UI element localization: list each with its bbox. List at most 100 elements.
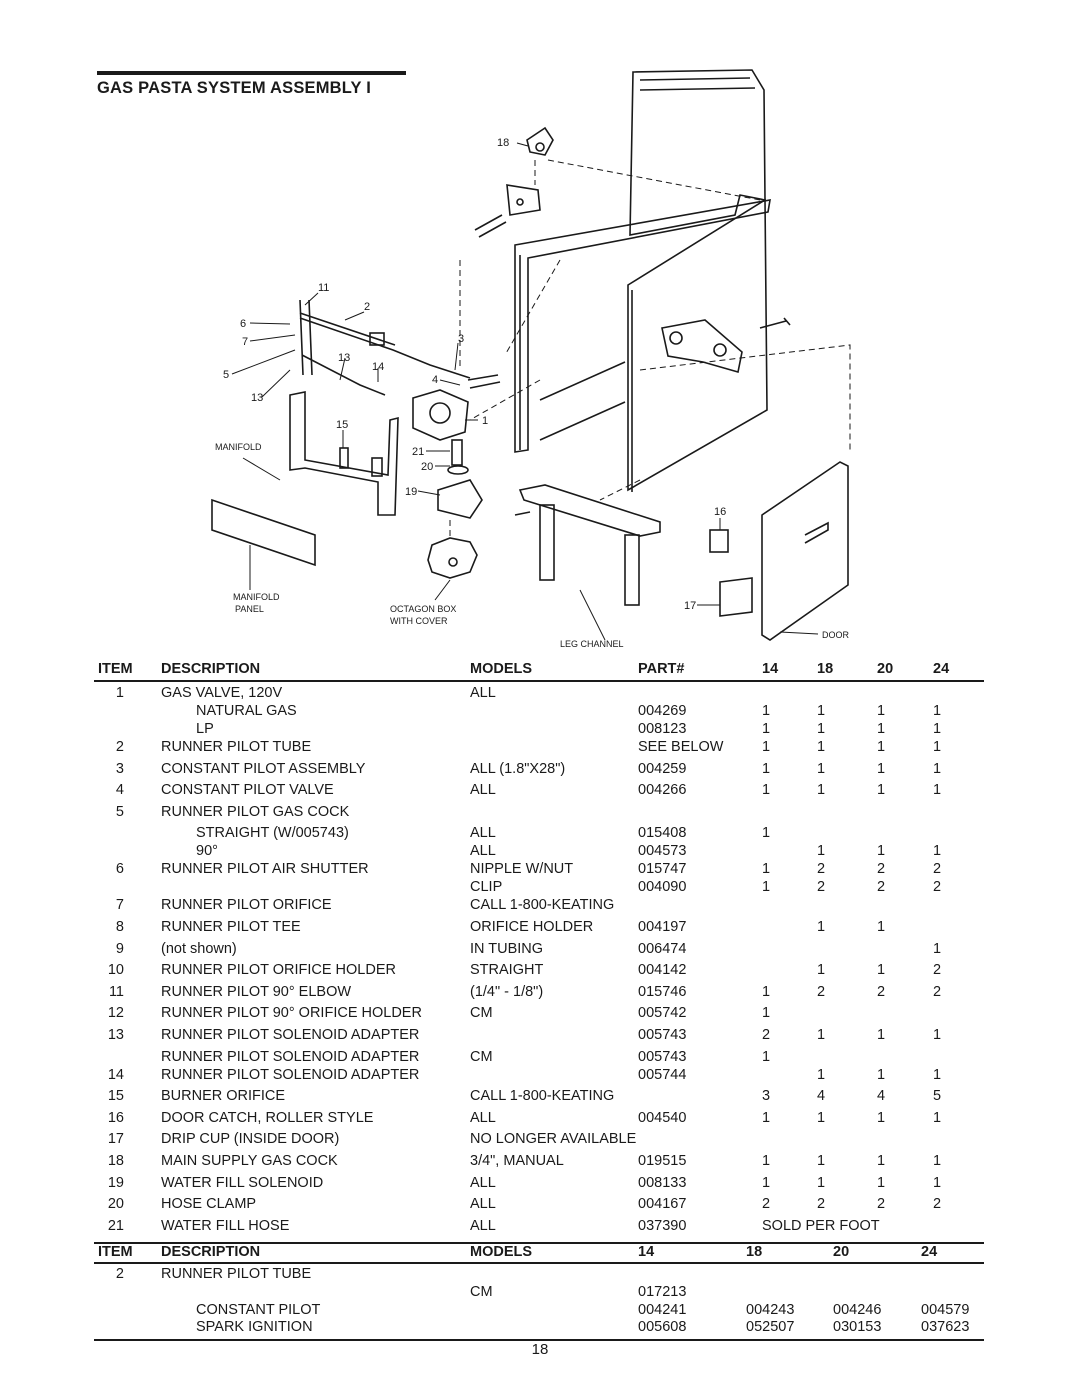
label-manifold-panel-2: PANEL <box>235 604 264 614</box>
cell-item: 1 <box>115 685 124 701</box>
callout-13a: 13 <box>338 352 350 364</box>
callout-2: 2 <box>364 301 370 313</box>
cell-part: 005742 <box>638 1005 687 1022</box>
cell-24: 1 <box>933 760 942 777</box>
cell-item: 19 <box>107 1174 124 1191</box>
drip-cup <box>719 577 753 617</box>
cell-models: 3/4", MANUAL <box>470 1152 564 1169</box>
cell-part: 004540 <box>638 1109 687 1126</box>
cell-20: 1 <box>877 843 886 860</box>
cell-18: 1 <box>817 721 826 737</box>
cell-models: NO LONGER AVAILABLE <box>470 1131 637 1148</box>
page-number: 18 <box>531 1341 549 1358</box>
cell-item: 2 <box>115 1266 124 1283</box>
label-manifold-panel-1: MANIFOLD <box>233 592 280 602</box>
cell-24: 1 <box>933 1066 942 1083</box>
cell-description: BURNER ORIFICE <box>161 1088 286 1105</box>
cell-14: 1 <box>762 703 771 719</box>
cell-item: 10 <box>107 962 124 979</box>
cell-18: 1 <box>817 918 826 935</box>
cell-description: WATER FILL HOSE <box>161 1217 290 1234</box>
label-octagon-1: OCTAGON BOX <box>390 604 456 614</box>
cell-18: 2 <box>817 861 826 878</box>
callout-17: 17 <box>684 600 696 612</box>
cell-item: 4 <box>115 782 124 799</box>
cell-description: LP <box>196 721 214 737</box>
cell-14: 1 <box>762 1048 771 1065</box>
manifold-tube <box>299 312 471 379</box>
callout-5: 5 <box>223 369 229 381</box>
callout-7: 7 <box>242 336 248 348</box>
cell-20: 1 <box>877 1026 886 1043</box>
cell-14: 1 <box>762 1152 771 1169</box>
cell-part: SEE BELOW <box>638 739 724 755</box>
cell-18: 1 <box>817 843 826 860</box>
cell-part: 037390 <box>638 1217 687 1234</box>
cell-24: 2 <box>933 1196 942 1213</box>
cell-part: 015747 <box>638 861 687 878</box>
cell-24: 1 <box>933 782 942 799</box>
cell-part: 004573 <box>638 843 687 860</box>
cell-18: 1 <box>817 703 826 719</box>
cell-24: 1 <box>933 1152 942 1169</box>
cell-description: RUNNER PILOT TUBE <box>161 739 312 755</box>
cell-14: 1 <box>762 1005 771 1022</box>
cell-part: 004269 <box>638 703 687 719</box>
callout-15: 15 <box>336 419 348 431</box>
cell-20: 4 <box>877 1088 886 1105</box>
cell-14: 1 <box>762 760 771 777</box>
callout-6: 6 <box>240 318 246 330</box>
gas-cock-18 <box>526 126 554 156</box>
cell-14: 1 <box>762 861 771 878</box>
cell-description: RUNNER PILOT 90° ELBOW <box>161 983 352 1000</box>
cell-description: GAS VALVE, 120V <box>161 685 283 701</box>
cell-20: 1 <box>877 782 886 799</box>
header-20: 20 <box>877 661 894 677</box>
cell-models: ALL <box>470 685 496 701</box>
cell-18: 1 <box>817 1174 826 1191</box>
cell-description: CONSTANT PILOT <box>196 1302 321 1319</box>
cell-part: 004142 <box>638 962 687 979</box>
cell-20: 1 <box>877 739 886 755</box>
cell-24: 1 <box>933 1109 942 1126</box>
cell-part: 005743 <box>638 1026 687 1043</box>
leg-channel <box>518 484 661 537</box>
cell-item: 6 <box>115 861 124 878</box>
cell-item: 13 <box>107 1026 124 1043</box>
header-models: MODELS <box>470 661 533 677</box>
cell-models: ALL (1.8"X28") <box>470 760 566 777</box>
cell-models: ALL <box>470 1217 496 1234</box>
cell-description: HOSE CLAMP <box>161 1196 257 1213</box>
cell-18: 1 <box>817 1152 826 1169</box>
cell-description: (not shown) <box>161 940 237 957</box>
cell-24: 1 <box>933 721 942 737</box>
cell-14: 2 <box>762 1196 771 1213</box>
cell-18: 1 <box>817 739 826 755</box>
cell-20: 030153 <box>833 1319 882 1336</box>
cell-part: 015746 <box>638 983 687 1000</box>
cell-models: ALL <box>470 843 496 860</box>
cell-part: 006474 <box>638 940 687 957</box>
cell-20: 1 <box>877 918 886 935</box>
cell-description: MAIN SUPPLY GAS COCK <box>161 1152 338 1169</box>
cell-description: RUNNER PILOT ORIFICE HOLDER <box>161 962 396 979</box>
cell-item: 14 <box>107 1066 124 1083</box>
octagon-box <box>427 537 478 579</box>
